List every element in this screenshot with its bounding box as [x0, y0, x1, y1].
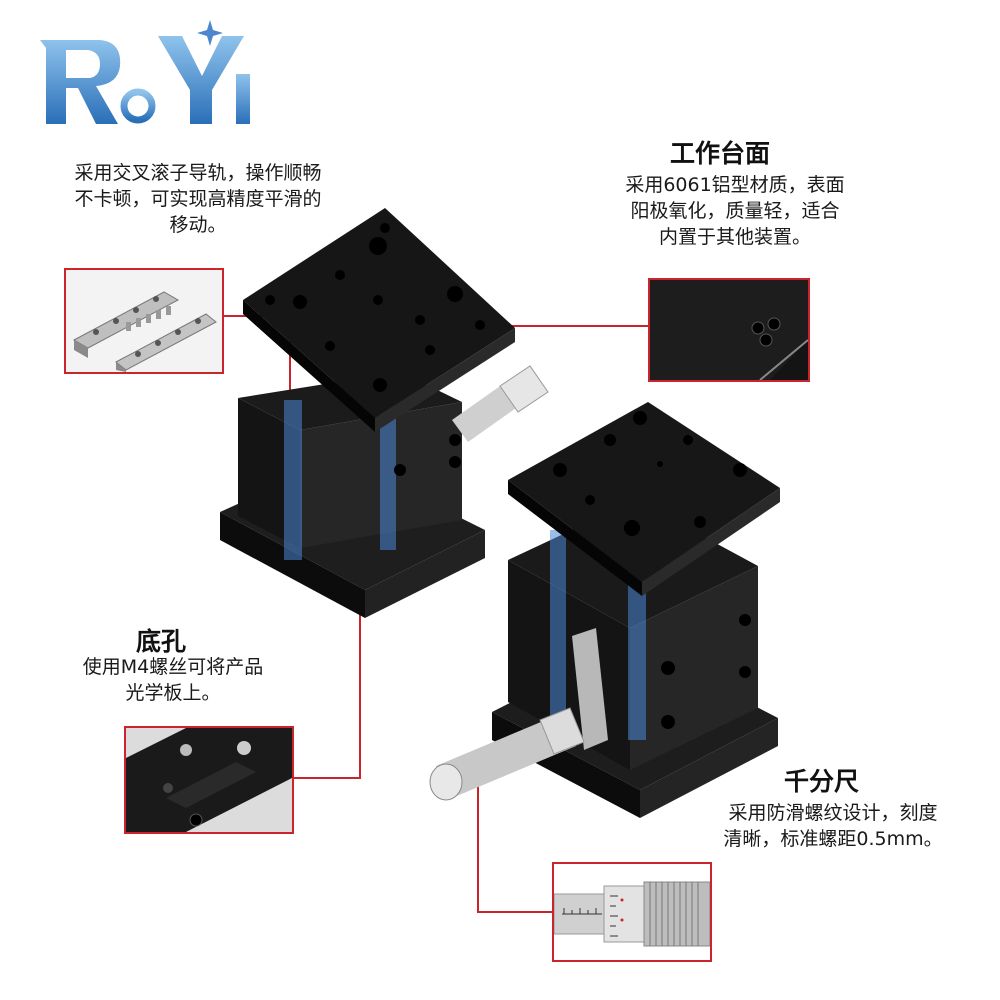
- micrometer-title: 千分尺: [784, 767, 860, 796]
- table-text-line: 内置于其他装置。: [658, 226, 811, 248]
- table-title: 工作台面: [670, 139, 771, 168]
- table-corner-icon: [650, 280, 808, 380]
- rail-detail-box: [64, 268, 224, 374]
- micrometer-detail-box: [552, 862, 712, 962]
- micrometer-text-line: 清晰，标准螺距0.5mm。: [723, 828, 943, 850]
- rail-text-line: 不卡顿，可实现高精度平滑的: [74, 188, 322, 210]
- table-detail-box: [648, 278, 810, 382]
- rail-description: 采用交叉滚子导轨，操作顺畅 不卡顿，可实现高精度平滑的 移动。: [48, 160, 348, 238]
- micrometer-text-line: 采用防滑螺纹设计，刻度: [728, 802, 938, 824]
- base-description: 使用M4螺丝可将产品 光学板上。: [58, 654, 288, 706]
- base-detail-box: [124, 726, 294, 834]
- base-title: 底孔: [136, 627, 187, 656]
- brand-logo: [30, 18, 260, 133]
- rail-text-line: 移动。: [169, 214, 227, 236]
- table-text-line: 阳极氧化，质量轻，适合: [630, 200, 840, 222]
- table-text-line: 采用6061铝型材质，表面: [625, 174, 845, 196]
- rail-text-line: 采用交叉滚子导轨，操作顺畅: [74, 162, 322, 184]
- crossed-roller-rail-icon: [72, 291, 217, 372]
- micrometer-icon: [554, 881, 710, 947]
- base-hole-icon: [126, 728, 292, 832]
- base-text-line: 光学板上。: [125, 682, 221, 704]
- micrometer-description: 采用防滑螺纹设计，刻度 清晰，标准螺距0.5mm。: [698, 800, 968, 852]
- table-description: 采用6061铝型材质，表面 阳极氧化，质量轻，适合 内置于其他装置。: [590, 172, 880, 250]
- logo-icon: [40, 20, 250, 124]
- base-text-line: 使用M4螺丝可将产品: [82, 656, 264, 678]
